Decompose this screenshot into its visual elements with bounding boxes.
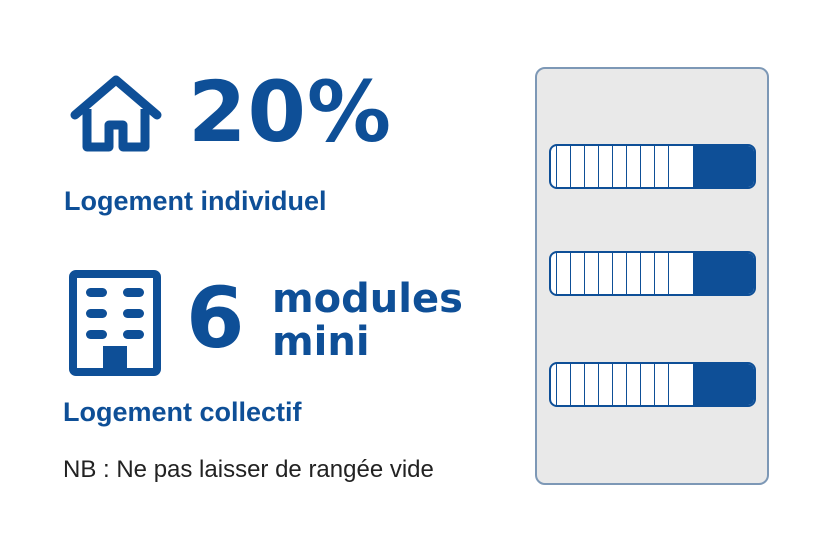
slot-cell <box>598 364 612 405</box>
slot-cell <box>640 146 654 187</box>
cabinet-slot <box>549 362 756 407</box>
slot-cell <box>556 364 570 405</box>
slot-cell <box>598 146 612 187</box>
collective-housing-label: Logement collectif <box>63 397 302 427</box>
slot-cell <box>570 146 584 187</box>
slot-cell <box>626 364 640 405</box>
slot-cell <box>612 146 626 187</box>
individual-percentage: 20% <box>188 63 393 161</box>
slot-cell <box>598 253 612 294</box>
slot-filled-segment <box>693 364 754 405</box>
slot-cell <box>584 364 598 405</box>
slot-cell <box>584 253 598 294</box>
slot-cell <box>570 253 584 294</box>
house-icon <box>70 75 162 152</box>
slot-cell <box>626 253 640 294</box>
slot-empty-cells <box>556 253 682 294</box>
slot-cell <box>668 364 682 405</box>
slot-empty-cells <box>556 146 682 187</box>
slot-cell <box>612 253 626 294</box>
slot-empty-cells <box>556 364 682 405</box>
individual-housing-label: Logement individuel <box>64 186 327 216</box>
module-unit-line-2: mini <box>272 319 370 365</box>
cabinet-slot <box>549 251 756 296</box>
slot-filled-segment <box>693 253 754 294</box>
slot-cell <box>654 253 668 294</box>
apartment-building-icon <box>69 270 161 376</box>
note-text: NB : Ne pas laisser de rangée vide <box>63 456 434 483</box>
slot-cell <box>654 146 668 187</box>
cabinet-slots-illustration <box>535 67 769 485</box>
slot-cell <box>556 253 570 294</box>
slot-filled-segment <box>693 146 754 187</box>
slot-cell <box>570 364 584 405</box>
cabinet-slot <box>549 144 756 189</box>
module-count: 6 <box>186 269 245 367</box>
slot-cell <box>668 253 682 294</box>
slot-cell <box>612 364 626 405</box>
module-unit-line-1: modules <box>272 276 463 322</box>
slot-cell <box>654 364 668 405</box>
slot-cell <box>668 146 682 187</box>
slot-cell <box>584 146 598 187</box>
slot-cell <box>626 146 640 187</box>
slot-cell <box>640 364 654 405</box>
slot-cell <box>556 146 570 187</box>
slot-cell <box>640 253 654 294</box>
